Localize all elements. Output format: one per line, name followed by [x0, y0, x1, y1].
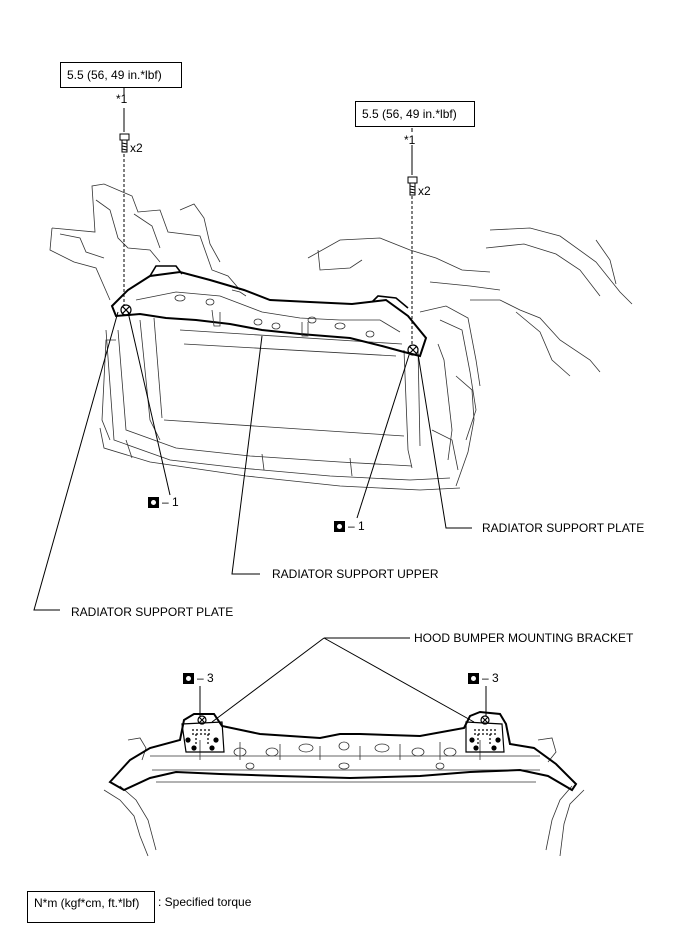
leader-upper	[231, 335, 263, 575]
torque-box-right: 5.5 (56, 49 in.*lbf)	[355, 101, 475, 127]
bolt-hole-left	[120, 304, 132, 316]
bolt-quantity-left: x2	[130, 141, 143, 155]
part-mark-icon	[334, 521, 345, 532]
part-mark-label-1-right: – 1	[348, 519, 365, 533]
part-mark-icon	[468, 673, 479, 684]
hood-bumper-bracket-right	[465, 715, 505, 753]
legend-unit-text: N*m (kgf*cm, ft.*lbf)	[34, 896, 140, 910]
part-mark-label-3-right: – 3	[482, 671, 499, 685]
leader-bracket-left	[211, 637, 325, 723]
leader-mark1-right	[356, 351, 411, 519]
radiator-support-upper-outline	[110, 265, 428, 358]
hood-bumper-bracket-left	[181, 715, 225, 753]
label-radiator-support-plate-right: RADIATOR SUPPORT PLATE	[482, 521, 645, 535]
bolt-hole-right	[407, 344, 419, 356]
label-radiator-support-plate-left: RADIATOR SUPPORT PLATE	[71, 605, 234, 619]
part-mark-label-1-left: – 1	[162, 495, 179, 509]
upper-body-illustration	[49, 183, 633, 491]
bolt-icon-right	[407, 176, 418, 196]
torque-value-right: 5.5 (56, 49 in.*lbf)	[362, 107, 457, 121]
bolt-quantity-right: x2	[418, 184, 431, 198]
bolt-icon-left	[119, 133, 130, 153]
callout-ref-left: *1	[116, 92, 128, 106]
part-mark-number: 3	[207, 671, 214, 685]
radiator-support-upper-details	[135, 289, 401, 338]
legend-unit-box: N*m (kgf*cm, ft.*lbf)	[27, 891, 155, 923]
part-mark-number: 3	[492, 671, 499, 685]
lower-support-outline	[108, 710, 578, 792]
leader-plate-left	[33, 311, 119, 611]
label-hood-bumper-mounting-bracket: HOOD BUMPER MOUNTING BRACKET	[414, 631, 634, 645]
lower-body-illustration	[103, 737, 585, 857]
part-mark-number: 1	[358, 519, 365, 533]
legend-description: : Specified torque	[158, 895, 252, 909]
part-mark-label-3-left: – 3	[197, 671, 214, 685]
label-radiator-support-upper: RADIATOR SUPPORT UPPER	[272, 567, 439, 581]
leader-plate-right	[417, 353, 472, 529]
part-mark-icon	[148, 497, 159, 508]
leader-mark1-left	[127, 311, 171, 496]
part-mark-number: 1	[172, 495, 179, 509]
torque-value-left: 5.5 (56, 49 in.*lbf)	[67, 68, 162, 82]
part-mark-icon	[183, 673, 194, 684]
callout-ref-right: *1	[404, 133, 416, 147]
torque-box-left: 5.5 (56, 49 in.*lbf)	[60, 62, 182, 88]
leader-bracket-right	[323, 637, 475, 723]
